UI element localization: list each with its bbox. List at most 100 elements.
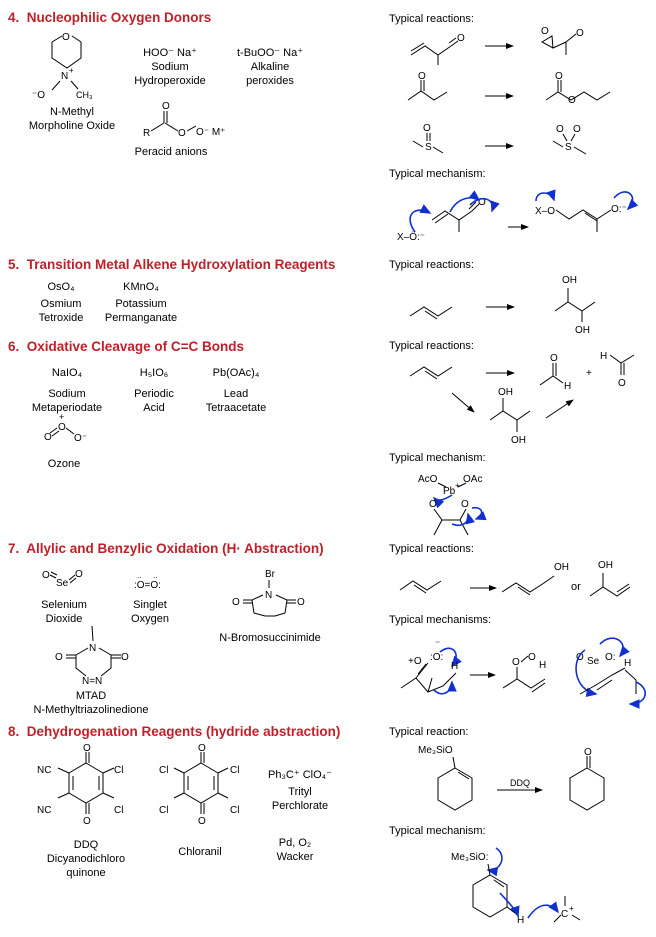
svg-text:O:⁻: O:⁻ [611, 204, 627, 215]
nbs-structure: Br N O O [232, 569, 305, 617]
svg-text:S: S [565, 142, 572, 153]
svg-text:X–O: X–O [535, 206, 555, 217]
s5-reactions-label: Typical reactions: [389, 259, 474, 271]
svg-text:H: H [451, 661, 458, 672]
svg-text:Cl: Cl [114, 805, 123, 816]
s7-reactions-label: Typical reactions: [389, 543, 474, 555]
svg-text:OH: OH [498, 387, 513, 398]
svg-text:O: O [576, 28, 584, 39]
svg-text:O: O [42, 570, 50, 581]
svg-text:Se: Se [587, 656, 600, 667]
svg-text::O:: :O: [430, 652, 443, 663]
svg-text:N=N: N=N [82, 676, 102, 687]
or-label: or [571, 581, 581, 593]
svg-text:Cl: Cl [230, 765, 239, 776]
svg-text:OAc: OAc [463, 474, 482, 485]
svg-text:O⁻ M⁺: O⁻ M⁺ [196, 127, 225, 138]
svg-text:O: O [418, 71, 426, 82]
s5-reaction: OH OH [409, 275, 596, 336]
svg-text:O: O [457, 33, 465, 44]
svg-text:O: O [576, 652, 584, 663]
s6-reactions-label: Typical reactions: [389, 340, 474, 352]
s4-reaction-2: O O O [407, 71, 611, 106]
svg-text:+: + [586, 368, 592, 379]
chloranil-name: Chloranil [178, 846, 222, 858]
ozone-name: Ozone [47, 458, 81, 470]
svg-text:O: O [198, 816, 206, 827]
svg-text:OH: OH [575, 325, 590, 336]
svg-text:O: O [573, 124, 581, 135]
svg-text:O: O [541, 26, 549, 37]
svg-text:O: O [121, 652, 129, 663]
s7-mechanism-label: Typical mechanisms: [389, 614, 492, 626]
svg-text:H: H [624, 658, 631, 669]
svg-text:CH₃: CH₃ [76, 90, 93, 100]
svg-text:+: + [69, 66, 74, 75]
svg-text:X–Ö:⁻: X–Ö:⁻ [397, 231, 425, 243]
svg-text:O: O [555, 71, 563, 82]
svg-text:H: H [539, 660, 546, 671]
svg-text:O: O [62, 32, 70, 43]
s8-mechanism-label: Typical mechanism: [389, 825, 486, 837]
svg-text:O: O [232, 597, 240, 608]
svg-text:O: O [528, 652, 536, 663]
svg-text:+: + [59, 412, 64, 422]
svg-text:O: O [478, 197, 486, 208]
ddq-structure: O O NC NC Cl Cl [37, 743, 123, 827]
svg-text:OH: OH [598, 560, 613, 571]
singlet-oxygen-structure: :O=O: .... [134, 571, 161, 591]
svg-text:O: O [58, 422, 66, 433]
svg-text:Cl: Cl [159, 765, 168, 776]
svg-text:+: + [569, 904, 574, 913]
svg-text:+: + [455, 481, 460, 490]
peracid-anions-name: Peracid anions [134, 146, 208, 158]
svg-text:Se: Se [56, 578, 69, 589]
svg-text:OH: OH [562, 275, 577, 286]
svg-text:NC: NC [37, 805, 51, 816]
svg-text:Br: Br [265, 569, 276, 580]
s7-mechanism-1: +O ⁻:O: H O OH [400, 639, 546, 695]
section-5-header: 5. Transition Metal Alkene Hydroxylation… [8, 257, 336, 272]
svg-text:C: C [561, 909, 568, 920]
svg-text:O: O [83, 816, 91, 827]
selenium-dioxide-structure: O Se O [42, 569, 83, 589]
svg-text:⁻O: ⁻O [32, 90, 45, 101]
section-4-header: 4. Nucleophilic Oxygen Donors [8, 10, 212, 25]
section-8-header: 8. Dehydrogenation Reagents (hydride abs… [8, 724, 341, 739]
section-6-header: 6. Oxidative Cleavage of C=C Bonds [8, 339, 244, 354]
svg-text:AcO: AcO [418, 474, 438, 485]
svg-text:O: O [55, 652, 63, 663]
svg-text:Me₃SiO:: Me₃SiO: [451, 852, 488, 863]
svg-text:O: O [75, 569, 83, 580]
svg-text:O: O [512, 657, 520, 668]
svg-text:H: H [564, 381, 571, 392]
svg-text:OH: OH [511, 435, 526, 446]
svg-text:N: N [89, 643, 96, 654]
nbs-name: N-Bromosuccinimide [219, 632, 321, 644]
svg-text:..: .. [153, 571, 157, 580]
svg-text:O:: O: [605, 652, 616, 663]
svg-text:Pb: Pb [443, 486, 456, 497]
peracid-anion-structure: R O O O⁻ M⁺ [143, 101, 225, 139]
ddq-arrow-label: DDQ [510, 778, 530, 788]
s4-mechanism-label: Typical mechanism: [389, 168, 486, 180]
svg-text:R: R [143, 128, 150, 139]
section-7-header: 7. Allylic and Benzylic Oxidation (H· Ab… [8, 541, 324, 556]
svg-text:O: O [297, 597, 305, 608]
